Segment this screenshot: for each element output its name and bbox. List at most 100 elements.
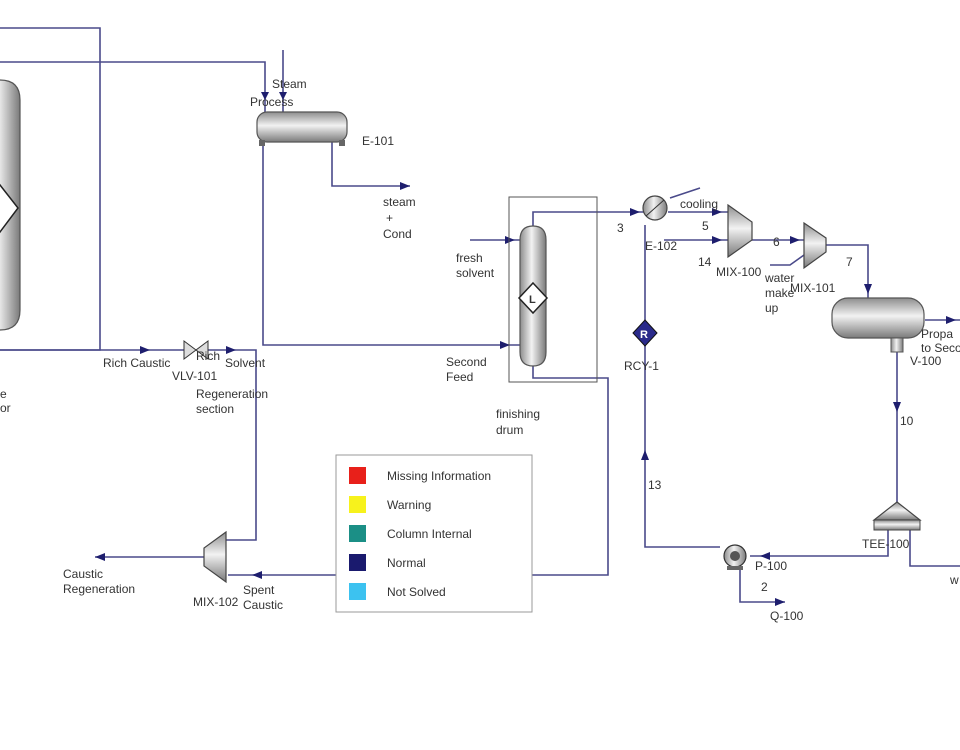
- arrow-q100: [775, 598, 785, 606]
- w-stream-label: w: [949, 573, 959, 587]
- legend-swatch-2: [349, 525, 366, 542]
- arrow-steam-cond: [400, 182, 410, 190]
- stream-5-label: 5: [702, 219, 709, 233]
- arrow-fresh-solvent: [505, 236, 515, 244]
- legend-swatch-4: [349, 583, 366, 600]
- propane-label-1: Propa: [921, 327, 953, 341]
- arrow-7: [864, 284, 872, 294]
- legend-label-1: Warning: [387, 498, 431, 512]
- water-makeup-label-3: up: [765, 301, 779, 315]
- stream-q100[interactable]: [739, 565, 785, 603]
- cooling-label: cooling: [680, 197, 718, 211]
- rcy1-label: RCY-1: [624, 359, 659, 373]
- arrow-10: [893, 402, 901, 412]
- stream-e101-to-second-feed[interactable]: [262, 140, 520, 346]
- legend-box: [335, 454, 533, 613]
- stream-10-label: 10: [900, 414, 914, 428]
- legend-label-0: Missing Information: [387, 469, 491, 483]
- fresh-solvent-label-1: fresh: [456, 251, 483, 265]
- finishing-drum-diamond-icon: [517, 281, 549, 315]
- stream-steam-cond[interactable]: [331, 140, 410, 187]
- left-column-vessel[interactable]: [0, 79, 21, 331]
- vlv101-valve[interactable]: [183, 340, 209, 360]
- stream-cooling[interactable]: [669, 187, 701, 199]
- e102-cooler[interactable]: [642, 195, 668, 221]
- stream-2-label: 2: [761, 580, 768, 594]
- second-feed-label-2: Feed: [446, 370, 473, 384]
- caustic-regen-label-2: Regeneration: [63, 582, 135, 596]
- legend-swatch-1: [349, 496, 366, 513]
- stream-process-to-e101[interactable]: [0, 61, 266, 112]
- finishing-drum-column[interactable]: L: [517, 225, 549, 367]
- stream-13[interactable]: [644, 345, 720, 548]
- e101-heat-exchanger[interactable]: [256, 111, 348, 146]
- caustic-regen-label-1: Caustic: [63, 567, 103, 581]
- arrow-propane: [946, 316, 956, 324]
- stream-3[interactable]: [532, 211, 645, 230]
- stream-13-label: 13: [648, 478, 662, 492]
- arrow-rich-solvent: [226, 346, 236, 354]
- v100-separator[interactable]: [831, 297, 925, 353]
- left-column-label-a: e: [0, 387, 7, 401]
- stream-2[interactable]: [750, 530, 889, 557]
- mix100-label: MIX-100: [716, 265, 762, 279]
- v100-label: V-100: [910, 354, 942, 368]
- stream-3-label: 3: [617, 221, 624, 235]
- stream-7-label: 7: [846, 255, 853, 269]
- finishing-drum-label-1: finishing: [496, 407, 540, 421]
- regeneration-label-2: section: [196, 402, 234, 416]
- stream-6-label: 6: [773, 235, 780, 249]
- arrow-3: [630, 208, 640, 216]
- tee100-splitter[interactable]: [872, 501, 922, 531]
- propane-label-2: to Seco: [921, 341, 960, 355]
- steam-cond-label-2: +: [386, 211, 393, 225]
- tee100-label: TEE-100: [862, 537, 910, 551]
- rcy1-letter: R: [640, 329, 648, 341]
- regeneration-label-1: Regeneration: [196, 387, 268, 401]
- rich-caustic-label: Rich Caustic: [103, 356, 170, 370]
- stream-water-makeup[interactable]: [770, 254, 805, 266]
- mix100-mixer[interactable]: [727, 203, 753, 259]
- finishing-drum-letter: L: [529, 294, 536, 306]
- arrow-5: [712, 208, 722, 216]
- e102-label: E-102: [645, 239, 677, 253]
- rich-solvent-label-1: Rich: [196, 349, 220, 363]
- arrow-caustic-regen: [95, 553, 105, 561]
- legend-label-3: Normal: [387, 556, 426, 570]
- finishing-drum-label-2: drum: [496, 423, 523, 437]
- mix101-label: MIX-101: [790, 281, 836, 295]
- steam-cond-label-1: steam: [383, 195, 416, 209]
- vlv101-label: VLV-101: [172, 369, 217, 383]
- steam-cond-label-3: Cond: [383, 227, 412, 241]
- arrow-2: [760, 552, 770, 560]
- q100-label: Q-100: [770, 609, 804, 623]
- legend-swatch-0: [349, 467, 366, 484]
- spent-caustic-label-1: Spent: [243, 583, 275, 597]
- arrow-14: [712, 236, 722, 244]
- arrow-rich-caustic: [140, 346, 150, 354]
- p100-label: P-100: [755, 559, 787, 573]
- stream-7[interactable]: [824, 244, 869, 298]
- process-label: Process: [250, 95, 293, 109]
- arrow-steam: [279, 92, 287, 100]
- stream-14-label: 14: [698, 255, 712, 269]
- mix101-mixer[interactable]: [803, 221, 827, 270]
- left-column-diamond-icon: [0, 183, 19, 234]
- legend-label-2: Column Internal: [387, 527, 472, 541]
- mix102-label: MIX-102: [193, 595, 239, 609]
- left-column-label-b: or: [0, 401, 11, 415]
- arrow-second-feed: [500, 341, 510, 349]
- mix102-mixer[interactable]: [203, 530, 227, 584]
- rcy1-recycle[interactable]: R: [632, 319, 658, 347]
- second-feed-label-1: Second: [446, 355, 487, 369]
- fresh-solvent-label-2: solvent: [456, 266, 495, 280]
- p100-pump[interactable]: [723, 544, 747, 570]
- arrow-markers: [95, 92, 956, 606]
- stream-tee-split[interactable]: [909, 530, 960, 567]
- arrow-process: [261, 92, 269, 100]
- water-makeup-label-1: water: [764, 271, 794, 285]
- spent-caustic-label-2: Caustic: [243, 598, 283, 612]
- legend-label-4: Not Solved: [387, 585, 446, 599]
